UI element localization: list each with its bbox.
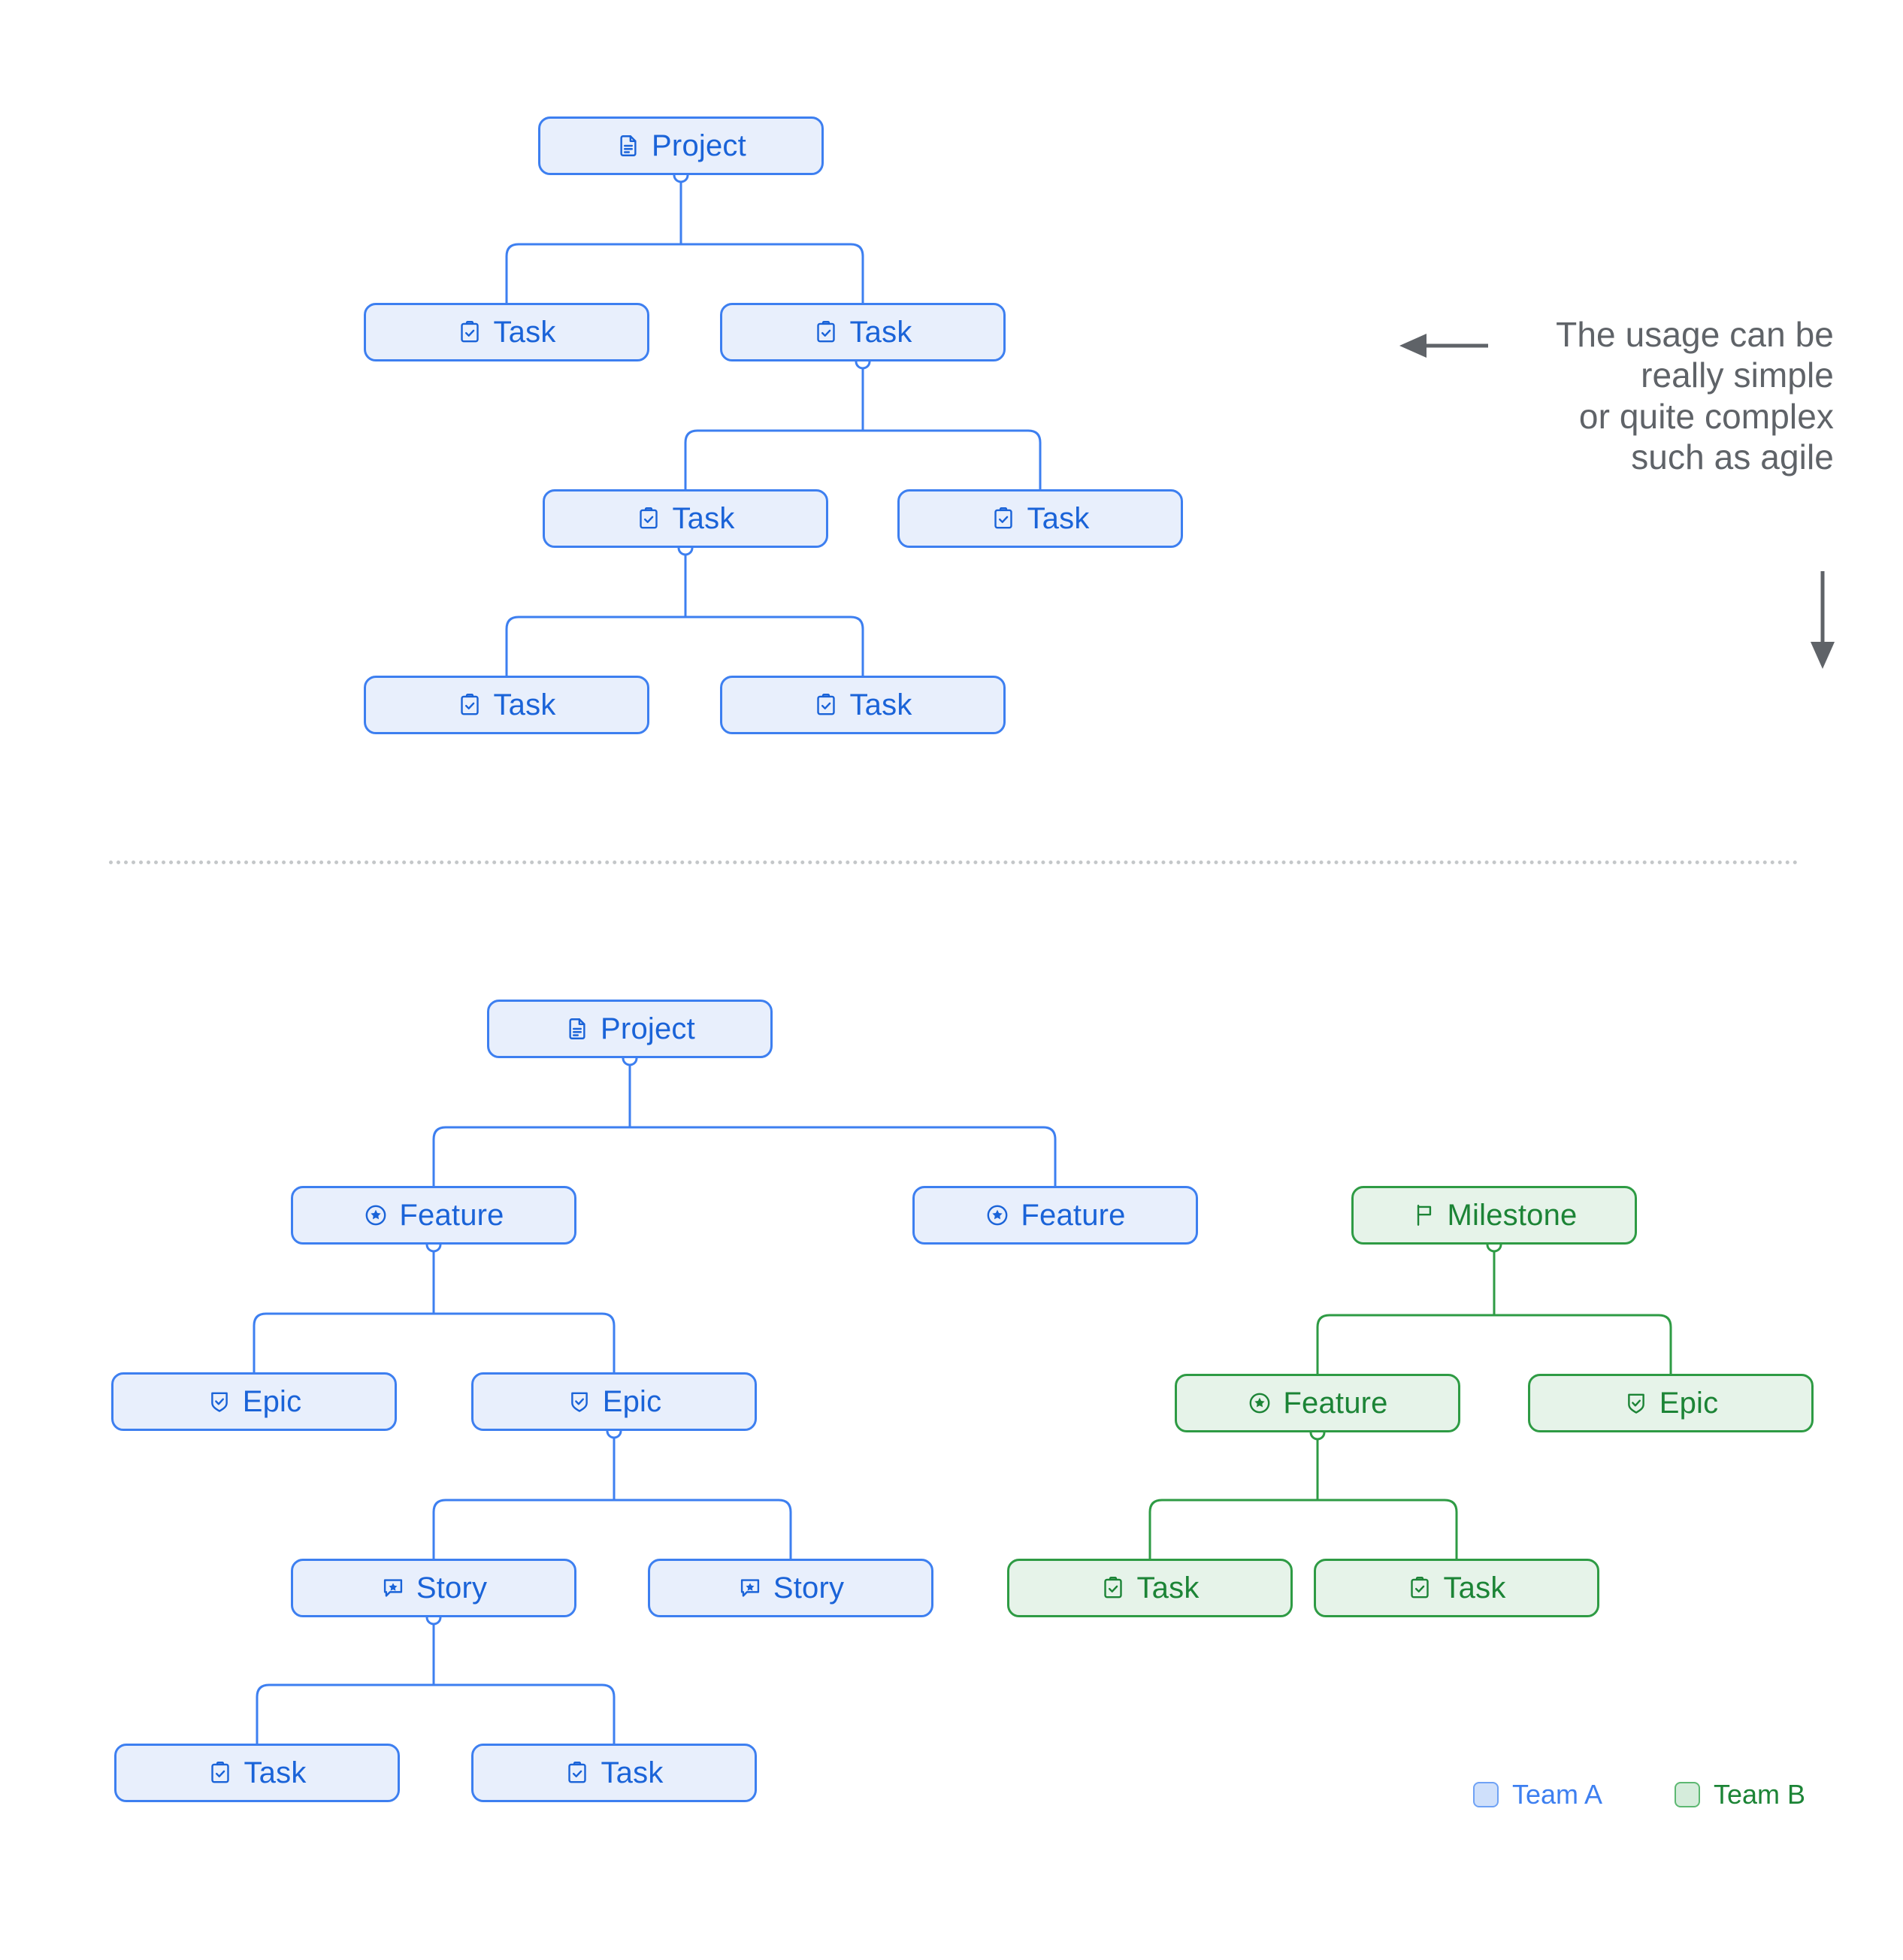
node-epic[interactable]: Epic xyxy=(111,1372,397,1431)
milestone-icon xyxy=(1411,1202,1437,1228)
node-label: Project xyxy=(601,1012,695,1045)
task-icon xyxy=(991,506,1016,531)
connector-s-task-3 xyxy=(505,540,864,676)
legend-item-team-b: Team B xyxy=(1675,1779,1805,1810)
arrow-left-icon xyxy=(1399,334,1488,358)
node-epic[interactable]: Epic xyxy=(1528,1374,1814,1432)
node-label: Feature xyxy=(1283,1386,1388,1420)
node-label: Feature xyxy=(399,1198,504,1232)
task-icon xyxy=(457,319,483,345)
node-label: Task xyxy=(672,501,735,535)
task-icon xyxy=(813,319,839,345)
connector-a-project xyxy=(432,1050,1057,1186)
node-task[interactable]: Task xyxy=(364,676,649,734)
node-label: Story xyxy=(416,1571,488,1605)
task-icon xyxy=(1100,1575,1126,1601)
feature-icon xyxy=(363,1202,389,1228)
node-label: Feature xyxy=(1021,1198,1126,1232)
annotation-line: such as agile xyxy=(1631,437,1834,476)
annotation-line: or quite complex xyxy=(1578,396,1834,436)
task-icon xyxy=(636,506,661,531)
node-label: Story xyxy=(773,1571,845,1605)
document-icon xyxy=(616,133,641,159)
swatch-green-icon xyxy=(1675,1782,1700,1807)
node-feature[interactable]: Feature xyxy=(912,1186,1198,1245)
node-project[interactable]: Project xyxy=(487,1000,773,1058)
node-label: Milestone xyxy=(1447,1198,1578,1232)
node-feature[interactable]: Feature xyxy=(1175,1374,1460,1432)
node-label: Task xyxy=(1136,1571,1200,1605)
node-epic[interactable]: Epic xyxy=(471,1372,757,1431)
node-story[interactable]: Story xyxy=(648,1559,933,1617)
story-icon xyxy=(380,1575,406,1601)
node-label: Task xyxy=(493,688,556,721)
node-task[interactable]: Task xyxy=(364,303,649,361)
node-task[interactable]: Task xyxy=(1007,1559,1293,1617)
node-milestone[interactable]: Milestone xyxy=(1351,1186,1637,1245)
node-task[interactable]: Task xyxy=(1314,1559,1599,1617)
legend-label-team-a: Team A xyxy=(1512,1779,1603,1810)
section-divider xyxy=(109,861,1799,864)
node-task[interactable]: Task xyxy=(897,489,1183,548)
feature-icon xyxy=(985,1202,1010,1228)
node-task[interactable]: Task xyxy=(720,676,1006,734)
node-label: Epic xyxy=(242,1384,302,1418)
swatch-blue-icon xyxy=(1473,1782,1499,1807)
node-feature[interactable]: Feature xyxy=(291,1186,576,1245)
feature-icon xyxy=(1247,1390,1272,1416)
node-label: Task xyxy=(849,315,912,349)
node-task[interactable]: Task xyxy=(543,489,828,548)
epic-icon xyxy=(1623,1390,1649,1416)
task-icon xyxy=(564,1760,590,1786)
epic-icon xyxy=(567,1389,592,1414)
node-label: Epic xyxy=(602,1384,662,1418)
connector-a-milestone xyxy=(1316,1236,1672,1374)
node-label: Task xyxy=(849,688,912,721)
node-label: Project xyxy=(652,129,746,162)
legend-label-team-b: Team B xyxy=(1714,1779,1806,1810)
node-task[interactable]: Task xyxy=(720,303,1006,361)
node-label: Task xyxy=(601,1756,664,1789)
node-task[interactable]: Task xyxy=(114,1744,400,1802)
legend-item-team-a: Team A xyxy=(1473,1779,1602,1810)
node-label: Task xyxy=(244,1756,307,1789)
task-icon xyxy=(813,692,839,718)
node-project[interactable]: Project xyxy=(538,116,824,175)
node-label: Task xyxy=(493,315,556,349)
document-icon xyxy=(564,1016,590,1042)
node-label: Task xyxy=(1027,501,1090,535)
node-label: Task xyxy=(1443,1571,1506,1605)
annotation-line: really simple xyxy=(1641,355,1834,395)
node-label: Epic xyxy=(1659,1386,1719,1420)
epic-icon xyxy=(207,1389,232,1414)
task-icon xyxy=(1407,1575,1433,1601)
annotation-line: The usage can be xyxy=(1556,315,1834,354)
node-story[interactable]: Story xyxy=(291,1559,576,1617)
arrow-down-icon xyxy=(1811,571,1835,669)
task-icon xyxy=(457,692,483,718)
story-icon xyxy=(737,1575,763,1601)
task-icon xyxy=(207,1760,233,1786)
node-task[interactable]: Task xyxy=(471,1744,757,1802)
